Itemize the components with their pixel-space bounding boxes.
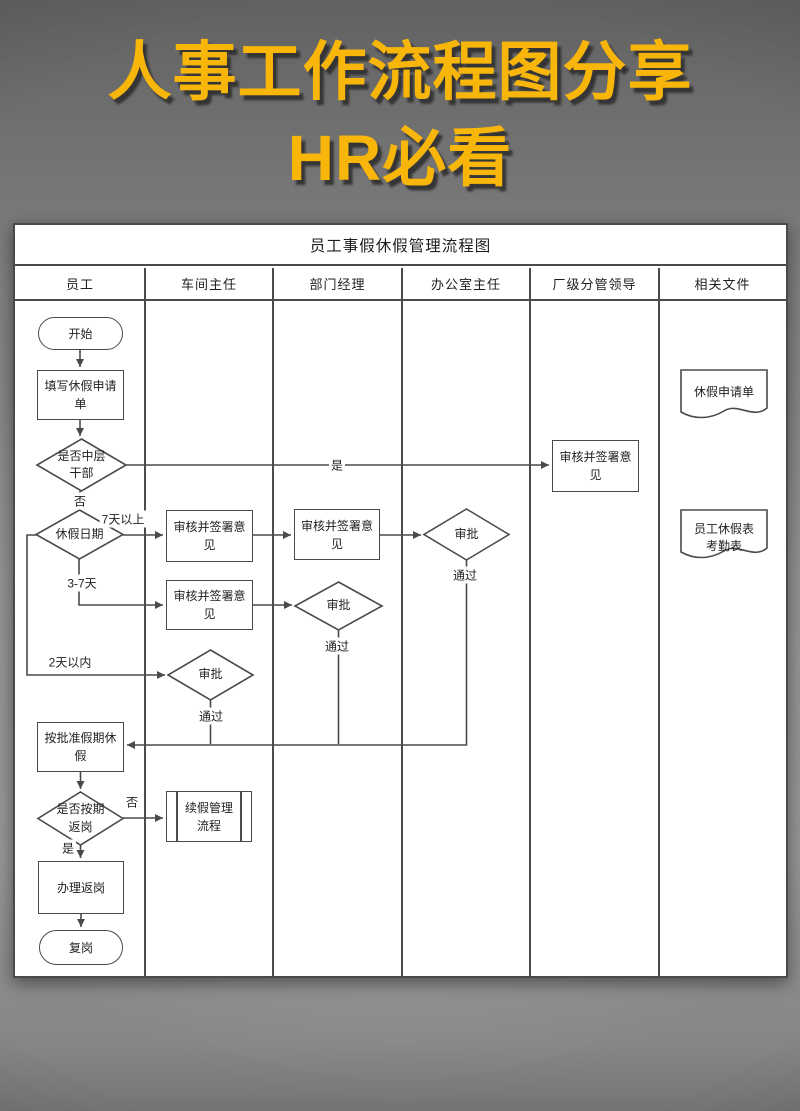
lane-divider (529, 268, 531, 976)
lane-header-divider (15, 299, 786, 301)
flowchart-title: 员工事假休假管理流程图 (15, 225, 786, 266)
workshop-approve-decision-label: 审批 (198, 667, 223, 682)
edge-label-within-2-days: 2天以内 (46, 653, 94, 671)
lane-divider (272, 268, 274, 976)
fill-leave-form-node: 填写休假申请单 (37, 370, 124, 420)
edge-label-3-to-7-days: 3-7天 (65, 574, 99, 592)
office-approve-decision-label: 审批 (454, 526, 479, 541)
is-middle-cadre-decision-label: 是否中层干部 (57, 448, 106, 480)
edge-label-pass-dept: 通过 (322, 637, 352, 655)
edge-label-pass-office: 通过 (450, 566, 480, 584)
edge-label-yes-middle: 是 (328, 456, 346, 474)
lane-header-related-docs: 相关文件 (694, 277, 751, 292)
leave-date-decision-label: 休假日期 (55, 526, 104, 541)
flow-edges-layer (26, 350, 768, 927)
lane-header-dept-manager: 部门经理 (309, 277, 366, 292)
lane-header-factory-leader: 厂级分管领导 (552, 277, 637, 292)
lane-header-office-director: 办公室主任 (430, 277, 501, 292)
lane-divider (658, 268, 660, 976)
leave-extension-process-node: 续假管理流程 (166, 791, 252, 842)
lane-header-workshop-director: 车间主任 (180, 277, 237, 292)
handle-return-node: 办理返岗 (38, 861, 124, 914)
predefined-process-bar (176, 792, 178, 841)
workshop-review-node-2: 审核并签署意见 (166, 580, 253, 630)
edge-label-no-return: 否 (123, 793, 141, 811)
lane-divider (144, 268, 146, 976)
workshop-review-node-1: 审核并签署意见 (166, 510, 253, 562)
dept-approve-decision-label: 审批 (326, 598, 351, 613)
lane-divider (401, 268, 403, 976)
poster-title-line2: HR必看 (287, 121, 513, 194)
edge-label-no-middle: 否 (71, 492, 89, 510)
start-node: 开始 (38, 317, 123, 350)
flowchart-panel: 员工事假休假管理流程图 员工 车间主任 部门经理 办公室主任 厂级分管领导 相关… (13, 223, 788, 978)
return-on-schedule-decision-label: 是否按期返岗 (56, 802, 105, 834)
edge-label-pass-workshop: 通过 (196, 707, 226, 725)
poster-title: 人事工作流程图分享 HR必看 (0, 30, 800, 202)
leave-extension-process-label: 续假管理流程 (184, 800, 233, 833)
poster-title-line1: 人事工作流程图分享 (107, 36, 693, 108)
leave-application-doc-label: 休假申请单 (693, 385, 754, 400)
edge-label-over-7-days: 7天以上 (99, 510, 147, 528)
dept-review-node: 审核并签署意见 (294, 509, 380, 560)
resume-work-node: 复岗 (39, 930, 123, 965)
lane-header-employee: 员工 (65, 277, 94, 292)
predefined-process-bar (240, 792, 242, 841)
factory-leader-review-node: 审核并签署意见 (552, 440, 639, 492)
leave-record-doc-label: 员工休假表 考勤表 (693, 521, 754, 553)
edge-label-yes-return: 是 (59, 839, 77, 857)
take-approved-leave-node: 按批准假期休假 (37, 722, 124, 772)
